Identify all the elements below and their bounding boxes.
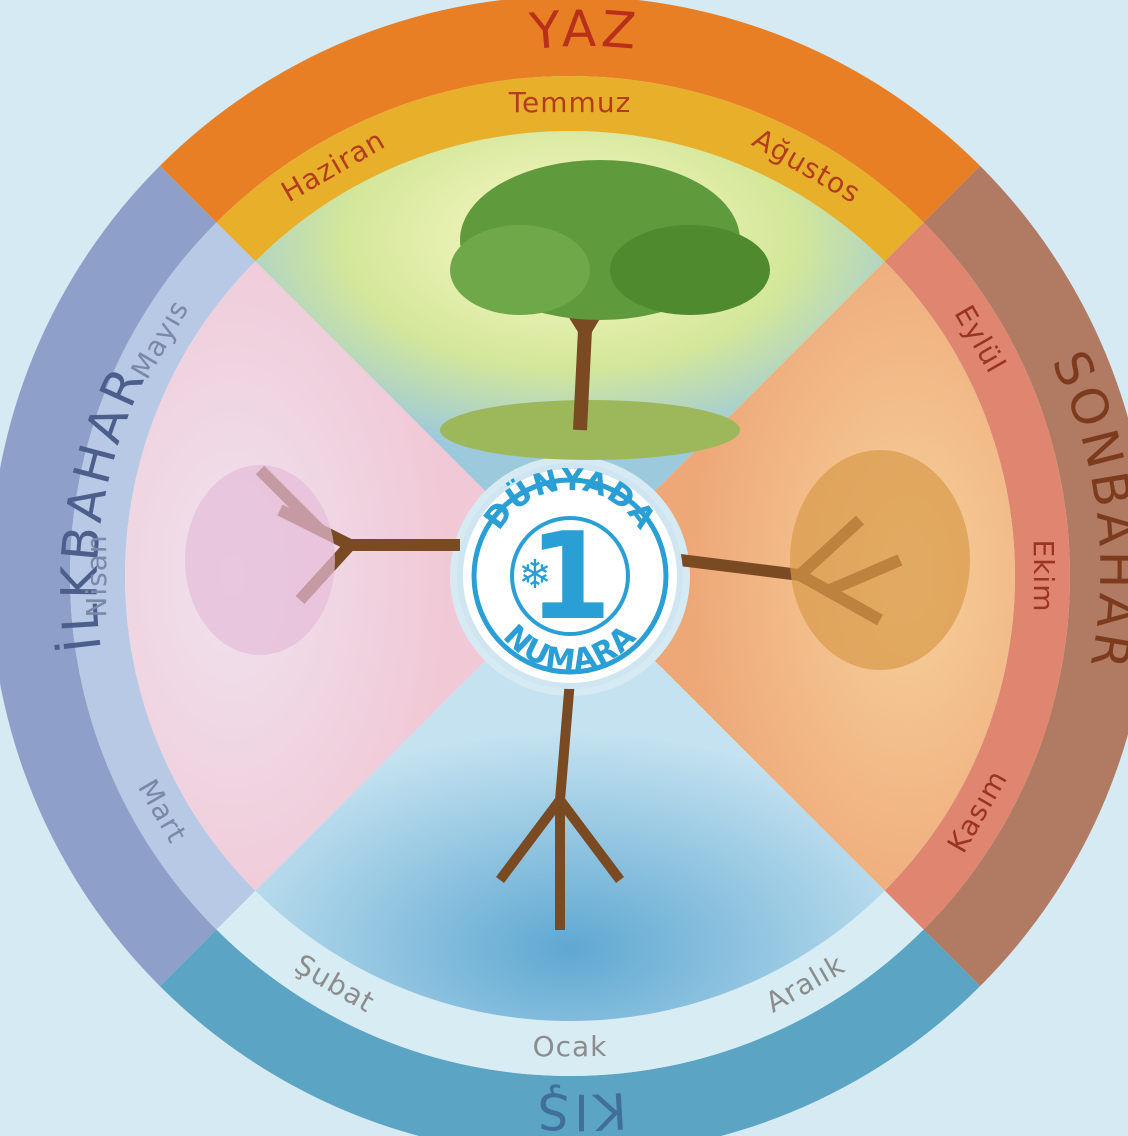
summer-tree bbox=[440, 160, 770, 460]
winter-quadrant bbox=[255, 660, 885, 1021]
month-ring-kis bbox=[216, 890, 924, 1077]
autumn-tree bbox=[679, 450, 970, 670]
season-ring-yaz bbox=[159, 0, 981, 223]
month-ring-sonbahar bbox=[884, 222, 1070, 930]
month-label-ekim: Ekim bbox=[1027, 540, 1060, 613]
spring-tree bbox=[185, 465, 460, 655]
month-ring-ilkbahar bbox=[70, 222, 256, 930]
brand-logo: DÜNYADA NUMARA 1 ❄ bbox=[457, 463, 683, 689]
season-ring-ilkbahar bbox=[0, 165, 217, 987]
month-ring-yaz bbox=[216, 75, 924, 262]
season-label-yaz: YAZ bbox=[527, 0, 642, 61]
logo-number: 1 bbox=[528, 508, 612, 647]
winter-tree bbox=[496, 679, 624, 930]
month-label-nisan: Nisan bbox=[80, 534, 113, 617]
season-ring-kis bbox=[159, 929, 981, 1136]
month-label-temmuz: Temmuz bbox=[508, 86, 632, 119]
month-ring bbox=[70, 75, 1070, 1077]
season-label-kis: KIŞ bbox=[532, 1081, 629, 1136]
snowflake-icon: ❄ bbox=[518, 552, 552, 598]
season-ring-sonbahar bbox=[923, 165, 1128, 987]
month-label-ocak: Ocak bbox=[533, 1030, 608, 1063]
